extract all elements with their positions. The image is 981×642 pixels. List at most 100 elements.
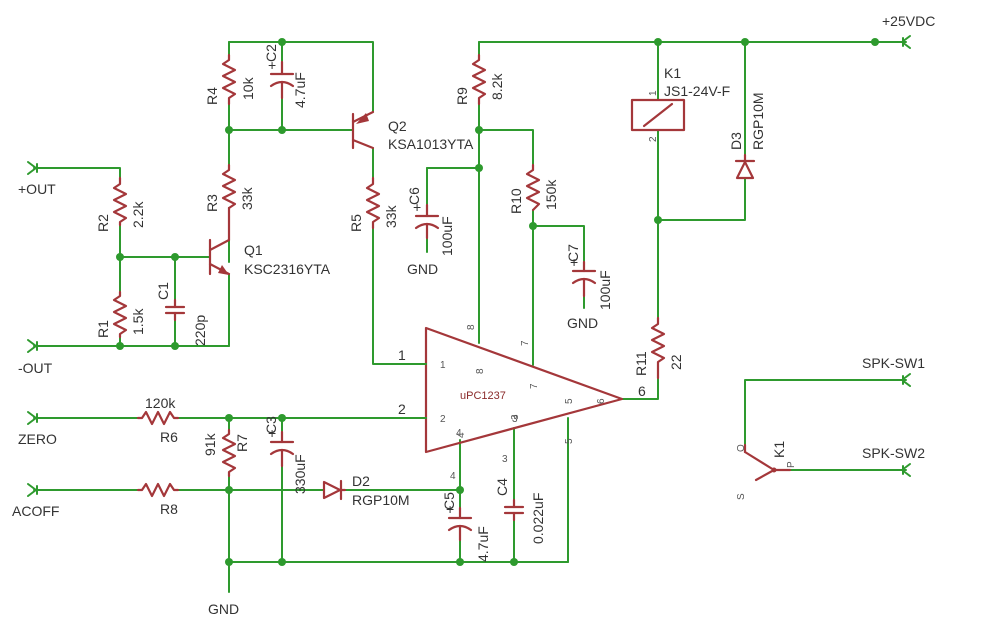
ref-c5: C5 [441, 492, 457, 510]
pin-switch-o: O [736, 444, 747, 452]
ic-pin-1-in: 1 [440, 360, 446, 371]
value-r11: 22 [668, 354, 684, 370]
junction-dot [278, 126, 286, 134]
ref-c7: C7 [565, 244, 581, 262]
wire [41, 167, 121, 179]
transistor-q2 [351, 110, 375, 150]
resistor-r3 [221, 163, 237, 210]
junction-dot [225, 558, 233, 566]
value-r5: 33k [383, 204, 399, 228]
ref-r8: R8 [160, 501, 178, 517]
junction-dot [278, 558, 286, 566]
junction-dot [278, 38, 286, 46]
net-label-gnd-c6: GND [407, 261, 438, 277]
net-label-spk-sw2: SPK-SW2 [862, 445, 925, 461]
wire [532, 225, 585, 263]
ic-pin-5-out: 5 [564, 438, 575, 444]
ic-pin-2-out: 2 [398, 401, 406, 417]
value-c3: 330uF [292, 454, 308, 494]
resistor-r5 [365, 176, 381, 230]
ic-pin-6-out: 6 [638, 383, 646, 399]
terminal-spk-sw2 [897, 463, 911, 477]
value-c5: 4.7uF [475, 526, 491, 562]
polarity-plus-c5: + [446, 501, 454, 517]
ref-r9: R9 [454, 87, 470, 105]
junction-dot [171, 253, 179, 261]
junction-dot [475, 126, 483, 134]
ref-c6: C6 [406, 187, 422, 205]
value-d2: RGP10M [352, 492, 410, 508]
ref-q2: Q2 [388, 118, 407, 134]
relay-switch-k1 [743, 443, 792, 482]
value-r7: 91k [202, 432, 218, 456]
resistor-r9 [471, 53, 487, 106]
value-r6: 120k [145, 395, 176, 411]
ref-c4: C4 [494, 478, 510, 496]
ref-r11: R11 [633, 351, 649, 376]
junction-dot [741, 38, 749, 46]
wire [478, 129, 534, 166]
ref-d3: D3 [728, 132, 744, 150]
capacitor-c6 [414, 203, 440, 240]
ic-pin-2-in: 2 [440, 414, 446, 425]
ic-pin-8-out: 8 [466, 324, 477, 330]
value-c1: 220p [192, 315, 208, 346]
resistor-r7 [221, 428, 237, 478]
ref-r4: R4 [204, 87, 220, 105]
capacitors: + + + + + [164, 57, 597, 542]
junction-dot [654, 38, 662, 46]
ref-q1: Q1 [244, 242, 263, 258]
terminal-vdd [897, 35, 911, 49]
value-r1: 1.5k [130, 308, 146, 335]
junction-dot [529, 222, 537, 230]
terminal-minus-out [27, 339, 43, 353]
net-label-plus-out: +OUT [18, 181, 56, 197]
ref-r5: R5 [348, 214, 364, 232]
junction-dot [654, 216, 662, 224]
value-c7: 100uF [597, 270, 613, 310]
polarity-plus-c2: + [268, 57, 276, 73]
wire [744, 379, 899, 446]
diode-d3 [734, 153, 756, 180]
junction-dot [456, 486, 464, 494]
junction-dot [225, 486, 233, 494]
terminal-zero [27, 411, 43, 425]
ref-c3: C3 [263, 416, 279, 434]
resistor-r8 [136, 482, 180, 498]
ref-r3: R3 [204, 194, 220, 212]
ic-pin-7-in: 7 [529, 383, 540, 389]
resistor-r4 [221, 53, 237, 106]
net-label-gnd-c7: GND [567, 315, 598, 331]
wire [657, 177, 746, 221]
pin-switch-s: S [736, 493, 747, 500]
value-q1: KSC2316YTA [244, 261, 331, 277]
junction-dot [456, 558, 464, 566]
net-label-gnd-main: GND [208, 601, 239, 617]
ref-c2: C2 [263, 44, 279, 62]
value-q2: KSA1013YTA [388, 136, 474, 152]
ref-r10: R10 [508, 188, 524, 214]
net-label-spk-sw1: SPK-SW1 [862, 355, 925, 371]
resistors [112, 53, 666, 498]
net-label-acoff: ACOFF [12, 503, 59, 519]
ic-pin-4-out: 4 [456, 432, 467, 438]
pin-relay-1: 1 [648, 90, 659, 96]
terminal-plus-out [27, 161, 43, 175]
ic-pin-8-in: 8 [475, 368, 486, 374]
resistor-r1 [112, 290, 128, 339]
ic-pin-1-out: 1 [398, 347, 406, 363]
value-r2: 2.2k [130, 201, 146, 228]
value-c6: 100uF [439, 216, 455, 256]
ic-pin-7-out: 7 [520, 340, 531, 346]
pin-c5: 4 [450, 471, 456, 482]
ref-k1-switch: K1 [771, 441, 787, 458]
ic-upc1237 [419, 326, 624, 454]
resistor-r11 [650, 316, 666, 380]
wire [228, 41, 374, 113]
diode-d2 [322, 479, 347, 501]
value-r4: 10k [240, 76, 256, 100]
value-c2: 4.7uF [292, 72, 308, 108]
junction-dot [225, 126, 233, 134]
net-terminals [27, 35, 911, 497]
